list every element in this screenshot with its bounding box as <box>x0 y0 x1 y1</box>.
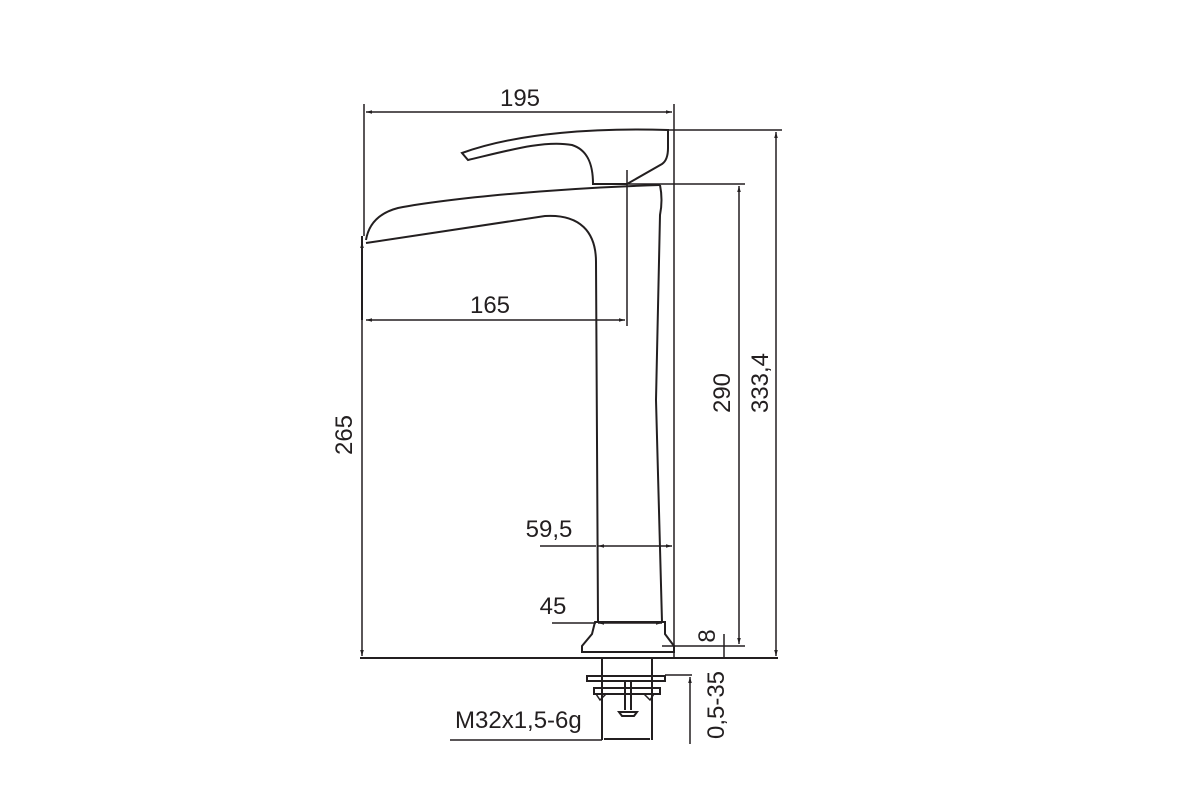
handle <box>460 128 669 185</box>
spout-top <box>365 184 661 241</box>
screw <box>617 682 639 717</box>
base <box>581 621 675 653</box>
dim-mounting-thickness: 0,5-35 <box>703 671 730 739</box>
nut <box>593 687 661 695</box>
dim-spout-height: 265 <box>331 415 358 455</box>
nut-teeth <box>595 693 655 702</box>
dimension-lines <box>360 110 778 744</box>
dim-overall-width: 195 <box>500 85 540 112</box>
extension-lines <box>363 104 782 676</box>
dim-overall-height: 333,4 <box>747 353 774 413</box>
body-right <box>654 184 663 623</box>
dim-spout-top-height: 290 <box>709 373 736 413</box>
dim-base-height: 8 <box>694 629 721 642</box>
shank <box>601 658 653 740</box>
dim-spout-reach: 165 <box>470 292 510 319</box>
dim-base-width: 45 <box>540 593 567 620</box>
faucet-outline <box>360 128 778 740</box>
dim-thread: M32x1,5-6g <box>455 707 582 734</box>
spout-bottom <box>365 214 599 623</box>
washer <box>586 675 666 682</box>
dim-body-width: 59,5 <box>526 516 573 543</box>
